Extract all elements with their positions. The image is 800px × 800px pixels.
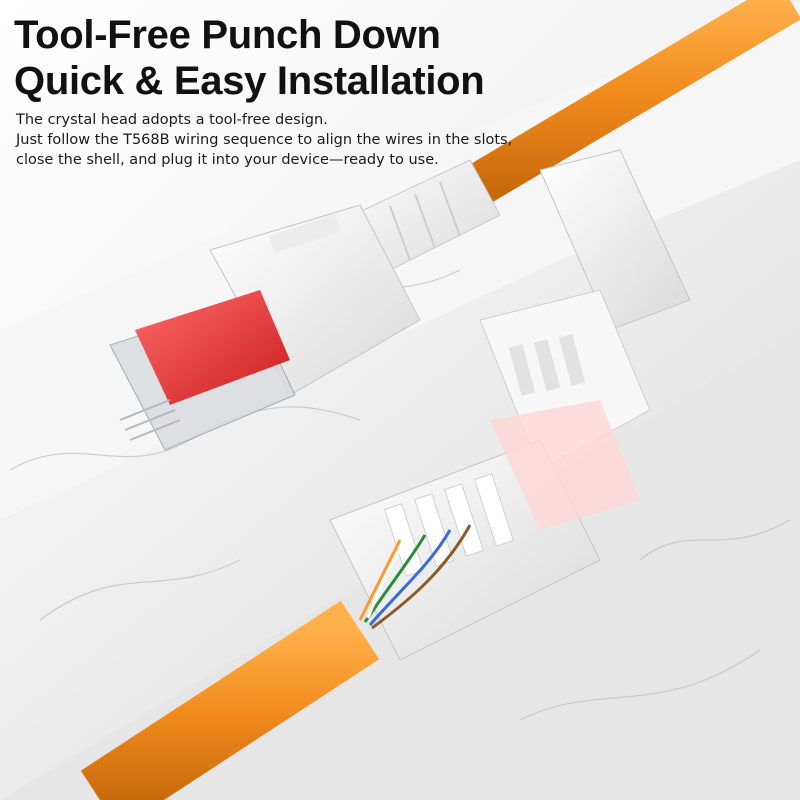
open-connector-base [329, 400, 640, 661]
description-line-1: The crystal head adopts a tool-free desi… [16, 112, 328, 128]
headline: Tool-Free Punch Down Quick & Easy Instal… [14, 12, 485, 104]
lower-cable [80, 600, 380, 800]
description: The crystal head adopts a tool-free desi… [16, 110, 512, 170]
headline-line-2: Quick & Easy Installation [14, 59, 485, 103]
description-line-2: Just follow the T568B wiring sequence to… [16, 132, 513, 148]
upper-cable [458, 0, 800, 209]
assembled-connector [109, 204, 421, 451]
description-line-3: close the shell, and plug it into your d… [16, 152, 439, 168]
headline-line-1: Tool-Free Punch Down [14, 13, 441, 57]
